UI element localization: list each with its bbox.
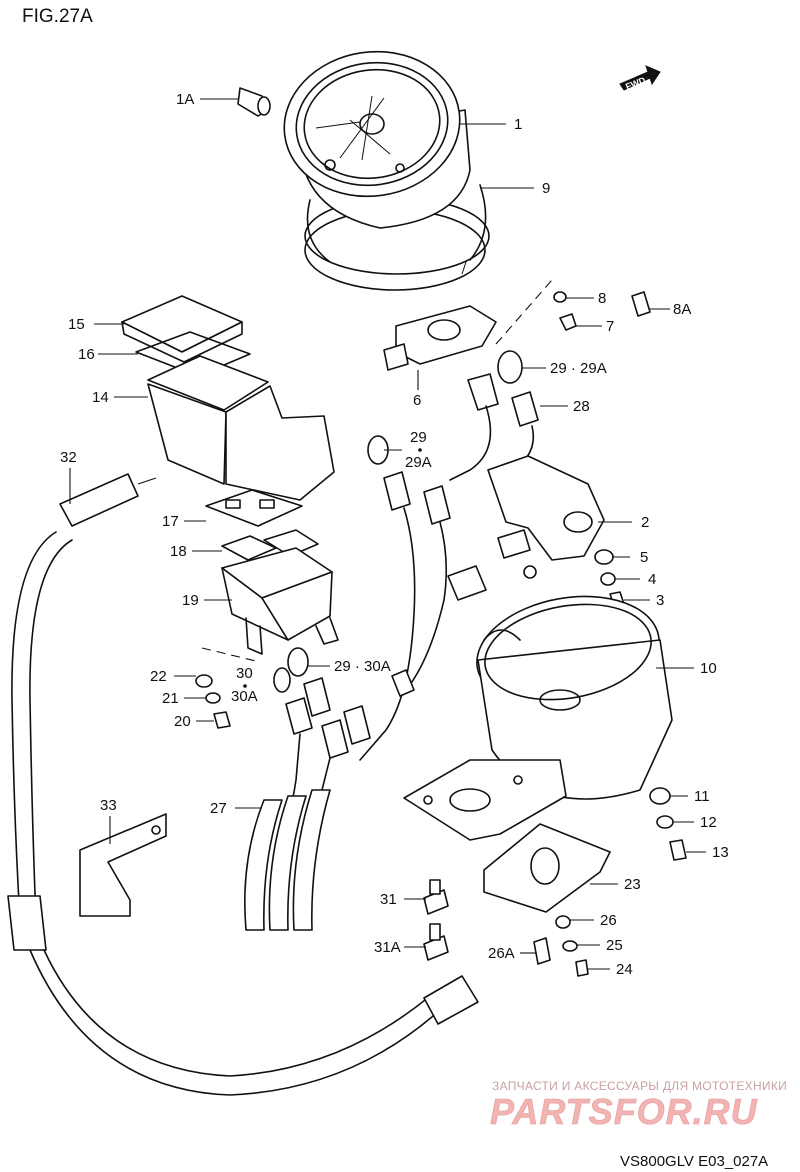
- hardware-small: [195, 291, 687, 977]
- watermark-caption: ЗАПЧАСТИ И АКСЕССУАРЫ ДЛЯ МОТОТЕХНИКИ: [492, 1079, 787, 1093]
- callout-1: 1: [514, 116, 522, 133]
- ref-line-upper: [495, 279, 553, 345]
- leader-lines: [69, 98, 706, 970]
- bracket-23: [483, 823, 611, 913]
- speedometer-assembly: [283, 50, 490, 291]
- callout-15: 15: [68, 316, 85, 333]
- callout-19: 19: [182, 592, 199, 609]
- socket-holder-6: [383, 305, 497, 371]
- figure-title: FIG.27A: [22, 6, 93, 27]
- callout-12: 12: [700, 814, 717, 831]
- callout-18: 18: [170, 543, 187, 560]
- grommet-5: [594, 549, 614, 565]
- callout-1a: 1A: [176, 91, 194, 108]
- watermark-brand: PARTSFOR.RU: [490, 1091, 758, 1132]
- callout-10: 10: [700, 660, 717, 677]
- callout-32: 32: [60, 449, 77, 466]
- speedometer-cable: [7, 473, 479, 1096]
- callout-33: 33: [100, 797, 117, 814]
- callout-30a: 30A: [231, 688, 258, 705]
- callout-28: 28: [573, 398, 590, 415]
- callout-24: 24: [616, 961, 633, 978]
- callout-4: 4: [648, 571, 656, 588]
- callout-26a: 26A: [488, 945, 515, 962]
- meter-case-10: [403, 595, 673, 841]
- meter-cover-2: [487, 455, 605, 579]
- callout-29a-left: 29A: [405, 454, 432, 471]
- model-code: VS800GLV E03_027A: [620, 1153, 768, 1170]
- fwd-arrow-icon: FWD: [619, 65, 661, 92]
- fwd-label: FWD: [624, 75, 647, 92]
- bullet-dot: [418, 448, 422, 452]
- callout-23: 23: [624, 876, 641, 893]
- bracket-33: [79, 813, 167, 917]
- callout-31a: 31A: [374, 939, 401, 956]
- callout-27: 27: [210, 800, 227, 817]
- callout-16: 16: [78, 346, 95, 363]
- callout-5: 5: [640, 549, 648, 566]
- callout-9: 9: [542, 180, 550, 197]
- bullet-dot: [243, 684, 247, 688]
- callout-8: 8: [598, 290, 606, 307]
- callout-6: 6: [413, 392, 421, 409]
- wiring-harness: [244, 350, 539, 931]
- washer-4: [600, 572, 616, 586]
- callout-29-30a: 29 · 30A: [334, 658, 391, 675]
- callout-25: 25: [606, 937, 623, 954]
- callout-2: 2: [641, 514, 649, 531]
- callout-20: 20: [174, 713, 191, 730]
- callout-8a: 8A: [673, 301, 691, 318]
- indicator-lamp-assembly: [121, 295, 339, 655]
- bulb-socket-1a: [237, 87, 271, 117]
- callout-7: 7: [606, 318, 614, 335]
- callout-26: 26: [600, 912, 617, 929]
- callout-22: 22: [150, 668, 167, 685]
- callout-31: 31: [380, 891, 397, 908]
- callout-labels: 1A 1 9 15 16 14 32 17 18 19 8 7 8A 6 29 …: [60, 91, 729, 978]
- callout-30: 30: [236, 665, 253, 682]
- callout-13: 13: [712, 844, 729, 861]
- callout-14: 14: [92, 389, 109, 406]
- callout-29-29a-right: 29 · 29A: [550, 360, 607, 377]
- ref-line-lower: [201, 647, 261, 663]
- callout-17: 17: [162, 513, 179, 530]
- callout-3: 3: [656, 592, 664, 609]
- callout-11: 11: [694, 788, 710, 805]
- callout-21: 21: [162, 690, 179, 707]
- callout-29-left: 29: [410, 429, 427, 446]
